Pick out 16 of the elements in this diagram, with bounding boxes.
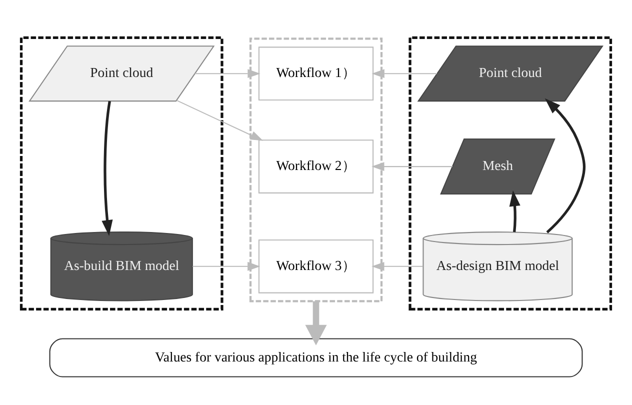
- arrow: [509, 190, 520, 232]
- cluster: [20, 36, 224, 310]
- node-box: Workflow 3）: [258, 238, 374, 293]
- arrow: [372, 162, 452, 170]
- arrow: [544, 98, 586, 233]
- arrow: [194, 68, 260, 78]
- node-box: Workflow 2）: [258, 139, 374, 193]
- arrow: [372, 261, 423, 270]
- arrow: [192, 261, 260, 270]
- node-box: Workflow 1）: [258, 46, 374, 100]
- cluster: [408, 36, 612, 310]
- arrow: [305, 300, 327, 345]
- arrow: [176, 99, 264, 140]
- arrow: [102, 100, 113, 236]
- node-box: Values for various applications in the life cycle of building: [49, 338, 583, 377]
- arrow: [372, 68, 438, 78]
